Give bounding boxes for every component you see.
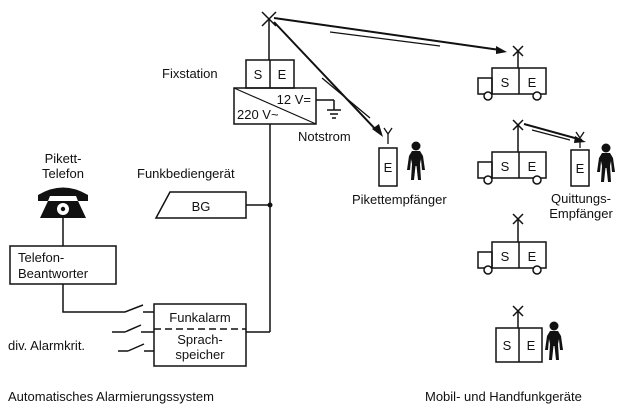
telefon-beantworter-label-2: Beantworter [18, 266, 89, 281]
handheld-radio [495, 305, 543, 363]
div-alarmkrit-label: div. Alarmkrit. [8, 338, 85, 353]
radio-link-to-vehicle [273, 17, 507, 54]
vehicle-3-s-label: S [501, 249, 510, 264]
quittungs-empfaenger-label-2: Empfänger [549, 206, 613, 221]
caption-right: Mobil- und Handfunkgeräte [425, 389, 582, 404]
fix-receiver-label: E [278, 67, 287, 82]
vehicle-1-s-label: S [501, 75, 510, 90]
vehicle-1-e-label: E [528, 75, 537, 90]
quittung-receiver [570, 131, 590, 187]
pikettempfaenger-label: Pikettempfänger [352, 192, 447, 207]
quittung-person-icon [597, 143, 615, 182]
caption-left: Automatisches Alarmierungssystem [8, 389, 214, 404]
quittung-receiver-e-label: E [576, 161, 585, 176]
fix-sender-label: S [254, 67, 263, 82]
alarm-criteria-switches [112, 324, 154, 352]
telefon-beantworter-label-1: Telefon- [18, 250, 64, 265]
vehicle-3-e-label: E [528, 249, 537, 264]
fixed-antenna-icon [261, 11, 277, 60]
vehicle-1-icon [477, 45, 547, 101]
psu-dc-label: 12 V= [277, 92, 311, 107]
pikett-person-icon [407, 141, 425, 180]
funkalarm-label: Funkalarm [169, 310, 230, 325]
handheld-e-label: E [527, 338, 536, 353]
alarm-unit-box [153, 303, 247, 367]
handheld-person-icon [545, 321, 563, 360]
psu-ac-label: 220 V~ [237, 107, 279, 122]
handheld-s-label: S [503, 338, 512, 353]
funkbediengeraet-box [154, 191, 247, 219]
pikett-telefon-label-1: Pikett- [45, 151, 82, 166]
pikett-telefon-label-2: Telefon [42, 166, 84, 181]
funkbediengeraet-label: Funkbediengerät [137, 166, 235, 181]
telephone-icon [38, 187, 88, 218]
pikett-receiver [378, 127, 398, 187]
quittungs-empfaenger-label-1: Quittungs- [551, 191, 611, 206]
vehicle-3-icon [477, 213, 547, 275]
vehicle-2-icon [477, 119, 547, 185]
vehicle-2-s-label: S [501, 159, 510, 174]
sprachspeicher-label-1: Sprach- [177, 332, 223, 347]
notstrom-label: Notstrom [298, 129, 351, 144]
radio-link-to-pikett [273, 21, 383, 137]
bg-label: BG [192, 199, 211, 214]
pikett-receiver-e-label: E [384, 160, 393, 175]
fixstation-label: Fixstation [162, 66, 218, 81]
vehicle-2-e-label: E [528, 159, 537, 174]
power-supply-box [233, 87, 317, 125]
notstrom-connector [316, 99, 341, 119]
sprachspeicher-label-2: speicher [175, 347, 225, 362]
